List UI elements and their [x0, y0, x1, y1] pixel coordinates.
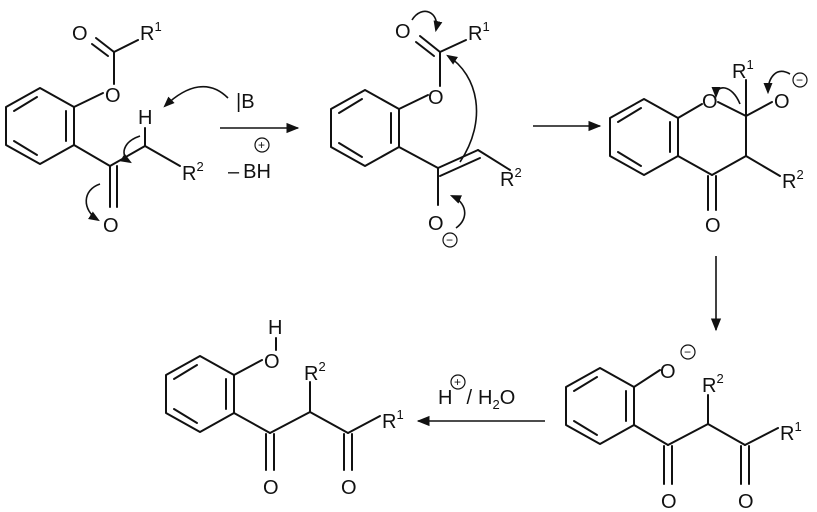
positive-charge: +: [454, 375, 461, 389]
bond: [109, 145, 146, 167]
curved-arrow-ring-opening: [711, 87, 741, 105]
structure-5-product-diketone: O H O R2 O R1: [165, 317, 404, 499]
atom-label: O: [395, 21, 411, 43]
substituent-label: R2: [182, 159, 204, 185]
bond: [419, 35, 441, 53]
bond: [707, 423, 746, 446]
benzene-ring-1: [5, 87, 75, 165]
bond: [398, 146, 439, 169]
bond: [233, 359, 263, 376]
benzene-ring-5: [165, 355, 235, 433]
atom-label: O: [264, 351, 280, 373]
bond: [667, 423, 709, 446]
atom-label: O: [428, 87, 444, 109]
atom-label: O: [702, 91, 718, 113]
bond: [144, 145, 181, 167]
structure-3-cyclic-intermediate: O R1 O − R2 O: [609, 57, 808, 237]
byproduct-label: –BH: [228, 161, 271, 183]
curved-arrow-carbonyl-push: [411, 10, 443, 33]
atom-label: O: [103, 215, 119, 237]
atom-label: O: [705, 215, 721, 237]
curved-arrow-ch-bond: [120, 135, 141, 164]
bond: [437, 149, 479, 169]
substituent-label: R2: [782, 167, 804, 193]
reaction-arrow-1: –BH +: [220, 122, 300, 183]
bond: [398, 94, 429, 110]
bond: [439, 157, 481, 177]
substituent-label: R1: [140, 19, 162, 45]
structure-4-phenoxide-diketone: O − O R2 O R1: [565, 344, 802, 512]
negative-charge: −: [684, 345, 691, 359]
bond: [269, 411, 311, 434]
curved-arrow-enolate-attack: [446, 54, 478, 163]
curved-arrow-enolate-o: [449, 195, 466, 229]
atom-label: O: [738, 491, 754, 512]
bond: [309, 411, 349, 434]
substituent-label: R2: [702, 371, 724, 397]
curved-arrow-carbonyl: [85, 183, 101, 222]
bond: [233, 412, 271, 434]
curved-arrow-base-attack: [163, 85, 229, 108]
benzene-ring-4: [565, 367, 635, 445]
atom-label: H: [268, 317, 282, 339]
bond: [711, 155, 747, 176]
bond: [73, 144, 111, 167]
substituent-label: R1: [732, 57, 754, 83]
atom-label: O: [263, 477, 279, 499]
substituent-label: R2: [304, 359, 326, 385]
negative-charge: −: [446, 233, 453, 247]
bond: [744, 427, 779, 446]
bond: [633, 424, 669, 446]
atom-label: O: [72, 23, 88, 45]
bond: [633, 369, 661, 388]
reagent-label: H/H2O: [438, 387, 515, 412]
substituent-label: R1: [780, 419, 802, 445]
substituent-label: R1: [468, 19, 490, 45]
base-label: |B: [236, 91, 255, 113]
curved-arrow-alkoxide: [763, 70, 791, 95]
structure-2-enolate: O O R1 R2 O −: [330, 10, 522, 248]
atom-label: O: [105, 85, 121, 107]
bond: [347, 415, 381, 434]
substituent-label: R1: [382, 407, 404, 433]
bond: [677, 155, 713, 176]
reaction-arrow-4: H/H2O +: [416, 374, 545, 427]
structure-1-ester-ketone: O O R1 O H R2 |B: [5, 19, 255, 237]
bond: [439, 39, 467, 53]
bond: [113, 39, 139, 53]
atom-label: O: [774, 91, 790, 113]
substituent-label: R2: [500, 165, 522, 191]
negative-charge: −: [796, 73, 803, 87]
bond: [95, 37, 115, 53]
atom-label: O: [428, 213, 444, 235]
bond: [91, 43, 109, 57]
bond: [745, 101, 773, 117]
atom-label: O: [341, 477, 357, 499]
bond: [477, 149, 511, 171]
bond: [717, 101, 747, 117]
bond: [73, 92, 104, 108]
bond: [415, 41, 435, 57]
atom-label: O: [660, 361, 676, 383]
positive-charge: +: [258, 138, 265, 152]
benzene-ring-2: [330, 89, 400, 167]
atom-label: O: [661, 491, 677, 512]
bond: [745, 155, 781, 177]
atom-label: H: [138, 107, 152, 129]
bond: [677, 103, 703, 119]
benzene-ring-3: [609, 98, 679, 176]
